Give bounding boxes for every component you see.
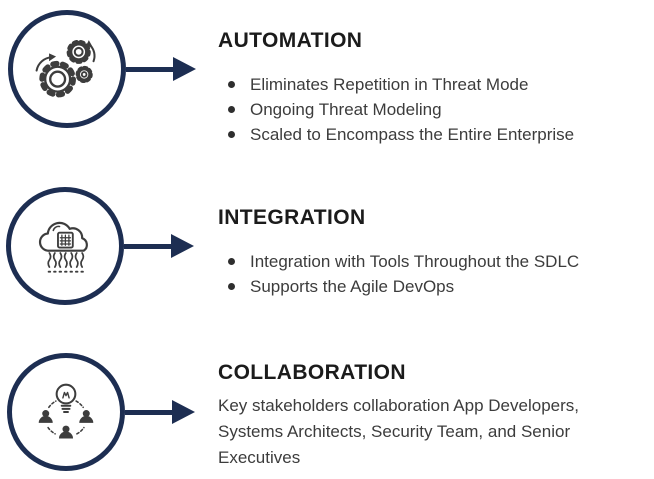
bullet-dot (228, 131, 235, 138)
bullet-dot (228, 81, 235, 88)
integration-section: INTEGRATION Integration with Tools Throu… (218, 204, 579, 299)
collaboration-icon-circle (7, 353, 125, 471)
bullet-dot (228, 106, 235, 113)
collaboration-paragraph: Key stakeholders collaboration App Devel… (218, 393, 579, 471)
automation-arrow-icon (126, 57, 196, 81)
paragraph-line: Systems Architects, Security Team, and S… (218, 422, 571, 441)
collaboration-arrow-icon (125, 400, 195, 424)
collaboration-section: COLLABORATION Key stakeholders collabora… (218, 359, 579, 471)
integration-arrow-icon (124, 234, 194, 258)
bullet-item: Integration with Tools Throughout the SD… (218, 249, 579, 274)
automation-section: AUTOMATION Eliminates Repetition in Thre… (218, 27, 574, 147)
automation-title: AUTOMATION (218, 29, 363, 52)
bullet-item: Scaled to Encompass the Entire Enterpris… (218, 122, 574, 147)
bullet-item: Eliminates Repetition in Threat Mode (218, 72, 574, 97)
bullet-item: Supports the Agile DevOps (218, 274, 579, 299)
collaboration-title: COLLABORATION (218, 361, 406, 384)
bullet-dot (228, 283, 235, 290)
integration-bullet-list: Integration with Tools Throughout the SD… (218, 249, 579, 299)
automation-icon-circle (8, 10, 126, 128)
paragraph-line: Key stakeholders collaboration App Devel… (218, 396, 579, 415)
integration-icon-circle (6, 187, 124, 305)
bullet-dot (228, 258, 235, 265)
automation-bullet-list: Eliminates Repetition in Threat Mode Ong… (218, 72, 574, 147)
cloud-sdlc-integration-icon (38, 221, 88, 273)
bullet-item: Ongoing Threat Modeling (218, 97, 574, 122)
paragraph-line: Executives (218, 448, 301, 467)
people-idea-collaboration-icon (38, 383, 94, 439)
gears-automation-icon (35, 39, 96, 98)
integration-title: INTEGRATION (218, 206, 366, 229)
